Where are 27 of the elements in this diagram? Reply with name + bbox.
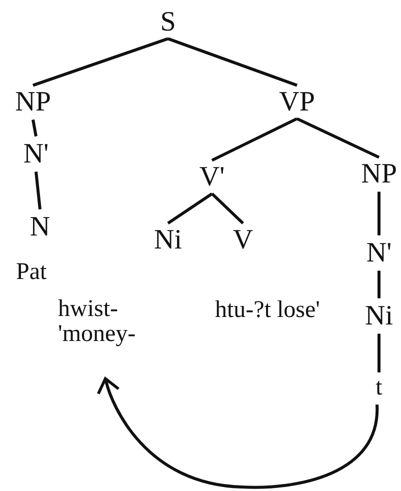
tree-node-label: Ni [152, 225, 184, 255]
tree-node-label: N [28, 212, 52, 242]
tree-branch [378, 270, 380, 298]
morpheme-gloss: hwist- 'money- [56, 296, 160, 348]
movement-arrow [97, 377, 378, 489]
tree-node-label: NP [359, 159, 399, 189]
tree-branch [34, 172, 42, 210]
tree-node-label: S [158, 7, 178, 37]
tree-branch [378, 192, 380, 236]
tree-node-label: V' [197, 162, 227, 192]
tree-node-label: N' [21, 139, 51, 169]
tree-branch [210, 192, 244, 224]
tree-node-label: Ni [363, 301, 395, 331]
tree-node-label: VP [277, 87, 317, 117]
tree-branch [211, 117, 298, 162]
tree-branch [168, 37, 298, 87]
tree-branch [167, 192, 213, 225]
tree-branch [378, 334, 380, 372]
word-label: Pat [16, 260, 48, 286]
tree-branch [32, 119, 38, 137]
tree-branch [296, 117, 380, 159]
tree-node-label: t [374, 375, 384, 401]
morpheme-gloss: htu-?t lose' [215, 298, 321, 324]
tree-branch [32, 37, 168, 87]
tree-node-label: NP [13, 87, 53, 117]
tree-node-label: N' [364, 238, 394, 268]
tree-node-label: V [230, 225, 256, 255]
